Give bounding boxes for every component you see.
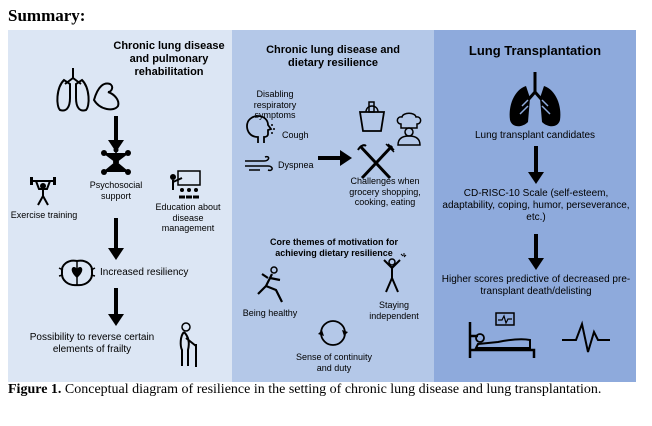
- candidates-label: Lung transplant candidates: [474, 130, 596, 141]
- lungs-icon: [509, 72, 561, 127]
- transplant-panel: Lung Transplantation Lung transplant can…: [434, 30, 636, 382]
- caption-text: Conceptual diagram of resilience in the …: [61, 382, 602, 397]
- grocery-bag-icon: [358, 101, 386, 132]
- heartbeat-icon: [562, 320, 610, 353]
- down-arrow-3: [108, 288, 124, 326]
- celebrate-person-icon: [383, 253, 407, 293]
- continuity-label: Sense of continuity and duty: [295, 352, 373, 373]
- down-arrow-4: [528, 146, 544, 184]
- lungs-muscle-icon: [56, 68, 120, 112]
- elderly-cane-icon: [179, 322, 197, 367]
- healthy-label: Being healthy: [242, 308, 298, 318]
- independent-label: Staying independent: [369, 300, 419, 321]
- challenges-label: Challenges when grocery shopping, cookin…: [349, 176, 421, 208]
- hospital-bed-icon: [468, 312, 536, 358]
- exercise-label: Exercise training: [10, 210, 78, 220]
- transplant-title: Lung Transplantation: [468, 43, 602, 58]
- wind-icon: [245, 155, 273, 172]
- cycle-arrows-icon: [318, 320, 348, 346]
- diet-title: Chronic lung disease and dietary resilie…: [266, 44, 400, 69]
- right-arrow: [318, 150, 352, 166]
- down-arrow-2: [108, 218, 124, 260]
- fork-knife-icon: [357, 143, 395, 180]
- weightlifter-icon: [30, 177, 56, 206]
- people-network-icon: [101, 147, 131, 175]
- caption-label: Figure 1.: [8, 382, 62, 397]
- down-arrow-5: [528, 234, 544, 270]
- rehab-title: Chronic lung disease and pulmonary rehab…: [113, 40, 225, 78]
- figure-caption: Figure 1. Conceptual diagram of resilien…: [8, 382, 636, 399]
- yoga-icon: [257, 266, 283, 303]
- resiliency-label: Increased resiliency: [100, 267, 189, 278]
- brain-heart-icon: [58, 259, 96, 287]
- cough-label: Cough: [282, 130, 309, 140]
- psychosocial-label: Psychosocial support: [89, 180, 143, 201]
- frailty-label: Possibility to reverse certain elements …: [29, 332, 155, 355]
- disabling-label: Disabling respiratory symptoms: [253, 89, 297, 121]
- scale-label: CD-RISC-10 Scale (self-esteem, adaptabil…: [442, 188, 630, 223]
- scores-label: Higher scores predictive of decreased pr…: [441, 274, 631, 297]
- diet-panel: Chronic lung disease and dietary resilie…: [232, 30, 434, 382]
- teacher-icon: [170, 170, 201, 199]
- themes-title: Core themes of motivation for achieving …: [269, 237, 398, 258]
- education-label: Education about disease management: [155, 202, 221, 234]
- dyspnea-label: Dyspnea: [278, 160, 314, 170]
- chef-icon: [396, 112, 422, 146]
- rehab-panel: Chronic lung disease and pulmonary rehab…: [8, 30, 232, 382]
- summary-heading: Summary:: [8, 6, 86, 25]
- head-cough-icon: [246, 115, 275, 143]
- down-arrow-1: [108, 116, 124, 152]
